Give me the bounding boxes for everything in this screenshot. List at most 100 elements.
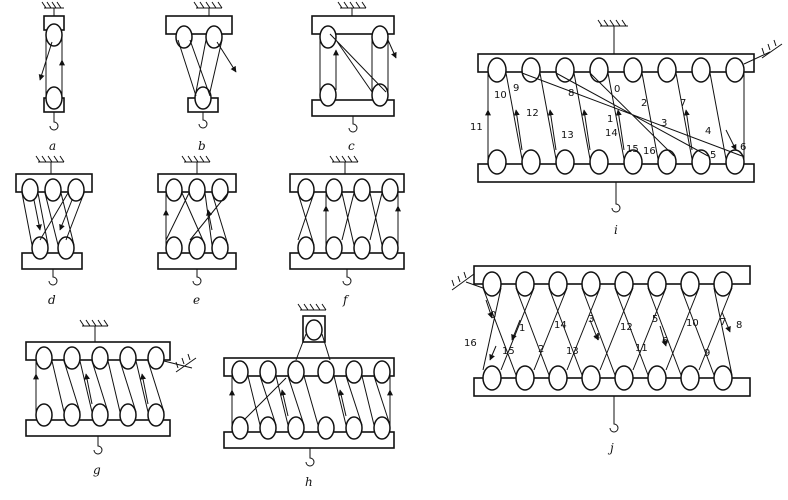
rope [21,192,85,246]
rope-arrow [589,319,599,341]
figure-b: b [165,1,237,153]
figure-g: g [25,319,197,477]
label-c: c [348,139,355,153]
sheave [297,236,315,260]
label-g: g [93,463,101,477]
sheave [287,416,305,440]
sheave [231,360,249,384]
label-f: f [342,293,350,307]
label-a: a [49,139,56,153]
sheave [211,178,229,202]
rope-number-13: 13 [566,346,579,357]
rope-arrow [84,373,93,405]
sheave [188,236,206,260]
figure-f: f [289,155,405,307]
ground-hatch [193,1,223,16]
label-j: j [607,441,614,455]
figure-c: c [311,1,397,153]
hook [48,269,58,286]
rope-number-5: 5 [652,314,658,325]
sheave [165,236,183,260]
sheave [353,178,371,202]
rope-number-4: 4 [705,126,711,137]
rope-arrow [33,199,42,231]
sheave [165,178,183,202]
sheave [614,365,634,391]
rope-arrow [615,109,625,151]
rope-arrow [38,41,53,81]
rope-number-10: 10 [686,318,699,329]
upper-block [477,53,755,73]
rope-number-5: 5 [710,150,716,161]
label-b: b [198,139,206,153]
sheave [259,416,277,440]
sheave [317,360,335,384]
sheave [657,149,677,175]
sheave [548,271,568,297]
sheave [259,360,277,384]
sheave [725,57,745,83]
lower-block [473,377,751,397]
rope-arrow [387,39,397,59]
rope-number-8: 8 [736,320,742,331]
rope-number-15: 15 [502,346,515,357]
rope-arrow [513,109,523,151]
rope [35,360,193,413]
rope-arrow [59,199,73,231]
rope-number-12: 12 [526,108,539,119]
hook [348,116,358,133]
ground-hatch [337,1,367,16]
sheave [691,57,711,83]
sheave [371,25,389,49]
ground-hatch [451,271,475,291]
sheave [45,86,63,110]
label-d: d [48,293,56,307]
ground-hatch [329,155,359,174]
label-i: i [614,223,618,237]
label-h: h [305,475,313,489]
rope-arrow [216,41,237,73]
rope-arrow [581,109,591,151]
rope-number-9: 9 [513,83,519,94]
hook [609,396,619,433]
rope-number-14: 14 [554,320,567,331]
sheave [589,57,609,83]
rope-number-0: 0 [614,84,620,95]
sheave [555,149,575,175]
rope-number-6: 6 [662,336,668,347]
figure-a: a [38,1,65,153]
hook [93,436,103,455]
rope-arrow [485,299,494,319]
rope-number-8: 8 [568,88,574,99]
rope-number-6: 6 [740,142,746,153]
sheave [44,178,62,202]
figure-e: e [157,155,237,307]
rope-number-16: 16 [643,146,656,157]
sheave [515,365,535,391]
sheave [305,319,323,341]
rope-number-9: 9 [704,348,710,359]
sheave [623,57,643,83]
rope-arrow [140,373,149,405]
rope-number-15: 15 [626,144,639,155]
sheave [713,365,733,391]
rope-number-2: 2 [641,98,647,109]
rope-number-1: 1 [519,323,525,334]
sheave [521,149,541,175]
label-e: e [193,293,200,307]
ground-hatch [761,39,783,59]
sheave [581,271,601,297]
sheave [521,57,541,83]
rope-arrow [683,109,693,151]
sheave [119,346,137,370]
upper-block [223,357,395,377]
sheave [63,346,81,370]
sheave [680,365,700,391]
sheave [614,271,634,297]
rope-arrow [721,311,731,333]
sheave [680,271,700,297]
rope-arrow [659,325,668,347]
lower-block [21,252,83,270]
rope-arrow [338,389,347,417]
rope-arrow [511,319,521,341]
